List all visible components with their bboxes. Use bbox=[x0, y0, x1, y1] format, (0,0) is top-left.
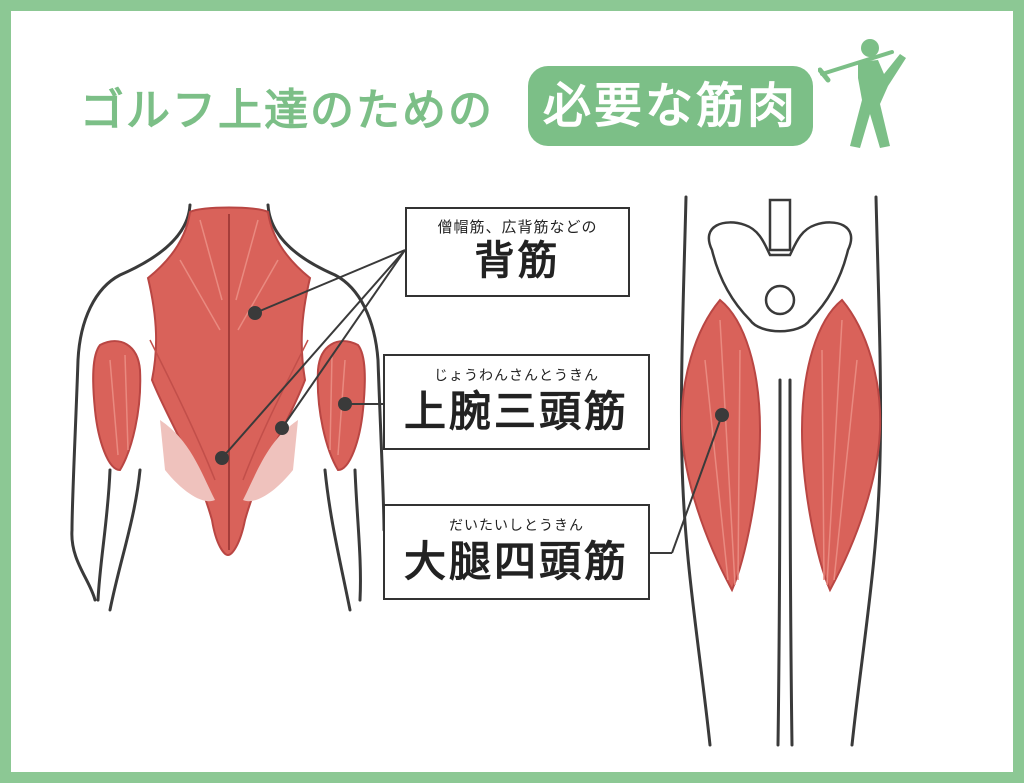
quadriceps-muscle bbox=[680, 298, 882, 593]
page-title: ゴルフ上達のための bbox=[80, 85, 494, 136]
label-quadriceps-ruby: だいたいしとうきん bbox=[449, 518, 584, 534]
back-muscle bbox=[146, 206, 312, 557]
pelvis-outline bbox=[707, 198, 853, 333]
leader-lines bbox=[215, 249, 729, 554]
label-quadriceps: だいたいしとうきん 大腿四頭筋 bbox=[383, 504, 650, 600]
title-highlight-badge: 必要な筋肉 bbox=[528, 66, 813, 146]
label-triceps-ruby: じょうわんさんとうきん bbox=[434, 368, 599, 384]
legs-outline bbox=[679, 195, 883, 747]
back-body-outline bbox=[70, 203, 386, 612]
golfer-icon bbox=[818, 39, 906, 148]
label-back-muscles: 僧帽筋、広背筋などの 背筋 bbox=[405, 207, 630, 297]
label-quadriceps-main: 大腿四頭筋 bbox=[403, 537, 629, 586]
label-triceps-main: 上腕三頭筋 bbox=[403, 387, 629, 436]
label-triceps: じょうわんさんとうきん 上腕三頭筋 bbox=[383, 354, 650, 450]
label-back-muscles-main: 背筋 bbox=[474, 238, 561, 284]
label-back-muscles-ruby: 僧帽筋、広背筋などの bbox=[437, 218, 598, 236]
